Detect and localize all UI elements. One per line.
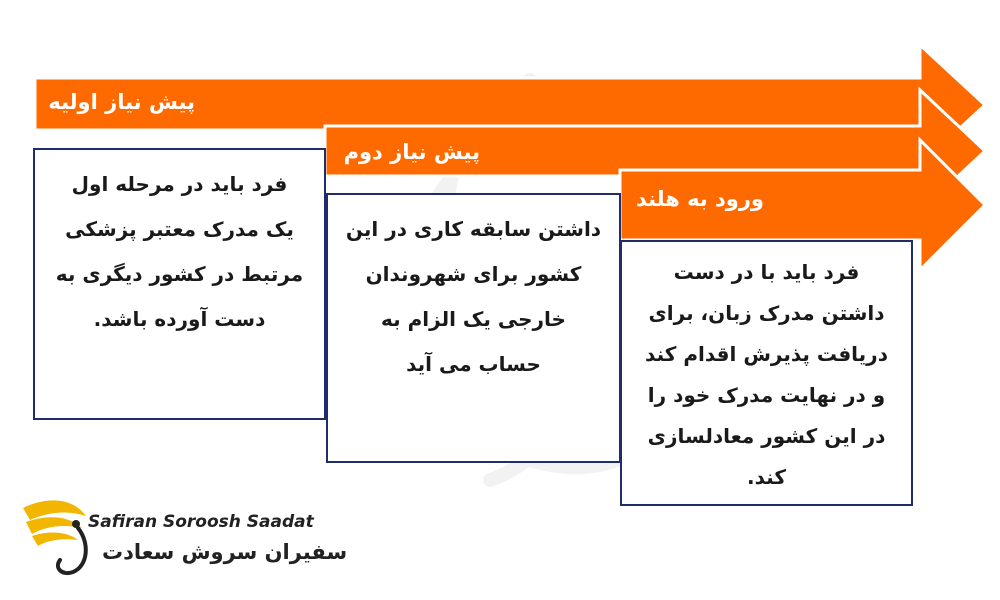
step-2-box: داشتن سابقه کاری در این کشور برای شهروند… [326,193,621,463]
wing-logo-icon [23,500,88,575]
step-1-line: دست آورده باشد. [93,307,266,331]
step-1-line: مرتبط در کشور دیگری به [55,262,304,286]
step-1-line: فرد باید در مرحله اول [71,172,288,196]
step-2-line: حساب می آید [406,352,541,376]
step-1-line: یک مدرک معتبر پزشکی [65,217,294,241]
step-3-title: ورود به هلند [635,187,764,211]
logo-name-fa: سفیران سروش سعادت [102,540,348,564]
step-1-title: پیش نیاز اولیه [48,90,195,114]
step-1-box: فرد باید در مرحله اول یک مدرک معتبر پزشک… [33,148,326,420]
step-2-line: داشتن سابقه کاری در این [345,217,602,241]
step-3-line: و در نهایت مدرک خود را [647,383,886,407]
step-3-line: داشتن مدرک زبان، برای [648,301,885,325]
brand-logo: Safiran Soroosh Saadat سفیران سروش سعادت [18,488,347,588]
logo-name-en: Safiran Soroosh Saadat [88,512,314,532]
step-3-line: دریافت پذیرش اقدام کند [645,342,888,366]
step-3-line: در این کشور معادلسازی [647,424,886,448]
step-2-title: پیش نیاز دوم [343,140,480,164]
step-2-line: خارجی یک الزام به [381,307,566,331]
step-3-line: کند. [747,465,786,489]
step-3-line: فرد باید با در دست [673,260,860,284]
step-3-box: فرد باید با در دست داشتن مدرک زبان، برای… [620,240,913,506]
step-2-line: کشور برای شهروندان [365,262,582,286]
